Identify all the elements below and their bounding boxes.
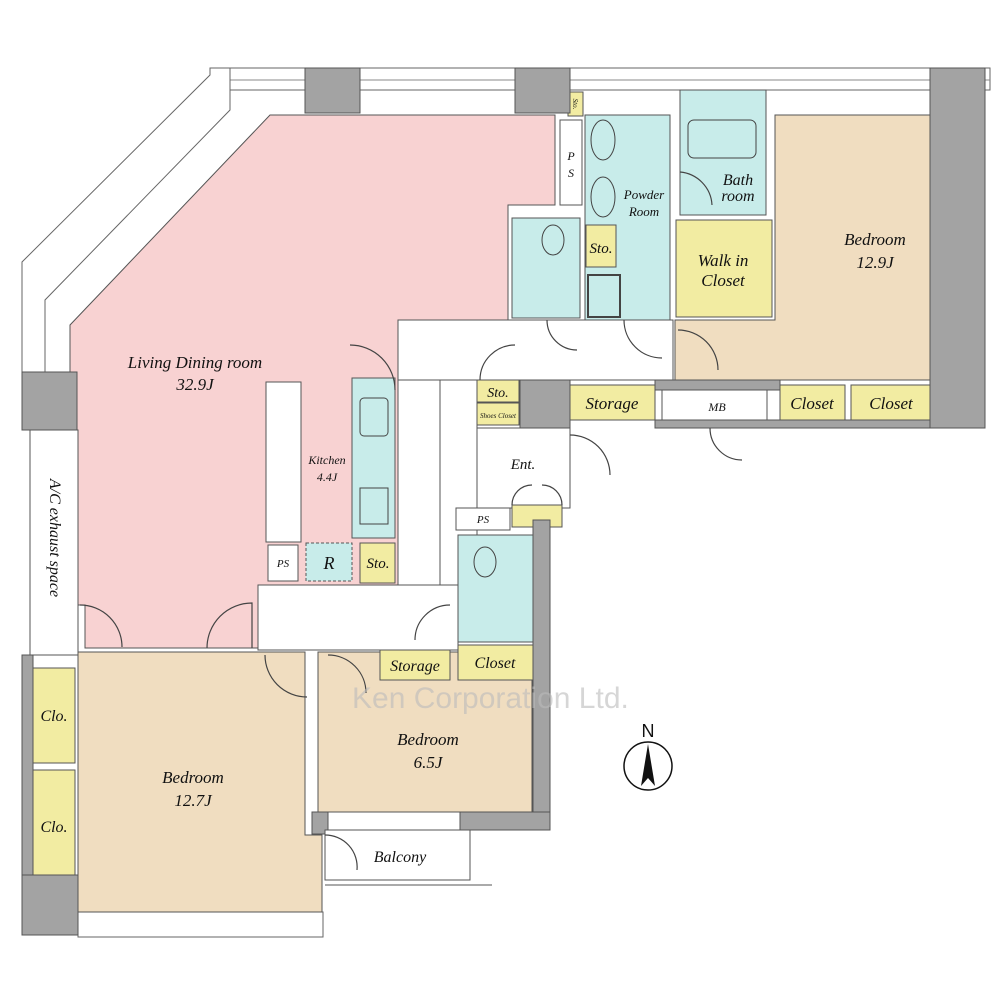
- kitchen-counter: [265, 381, 302, 543]
- bath-label-2: room: [721, 188, 754, 205]
- compass-label: N: [642, 721, 655, 741]
- sink-1: [590, 119, 616, 161]
- kitchen-size: 4.4J: [317, 470, 338, 484]
- bath-room: [679, 89, 767, 216]
- toilet-2: [457, 534, 534, 643]
- ps-entrance-label: PS: [476, 514, 490, 526]
- closet-ne-1-label: Closet: [790, 394, 835, 413]
- toilet-bowl-2: [473, 546, 497, 578]
- fridge-space: [305, 542, 353, 582]
- corridor: [257, 584, 459, 651]
- bath-label-1: Bath: [723, 172, 753, 189]
- entrance-hall: [476, 427, 571, 509]
- kitchen-sink-counter: [351, 377, 396, 539]
- toilet-bowl-1: [541, 224, 565, 256]
- storage-s-label: Storage: [390, 658, 440, 675]
- entrance-label: Ent.: [510, 457, 536, 473]
- exterior-window-frames: [21, 67, 991, 938]
- powder-room: [584, 114, 671, 321]
- closet-s-label: Closet: [475, 655, 516, 672]
- living-size: 32.9J: [175, 375, 215, 394]
- sto-kitchen: [359, 542, 396, 584]
- bathtub: [687, 119, 757, 159]
- shoes-closet: [476, 402, 520, 426]
- storage-hall-label: Storage: [586, 394, 639, 413]
- mb-label: MB: [707, 400, 726, 414]
- bedroom-ne-label: Bedroom: [844, 230, 906, 249]
- ps-kitchen: [267, 544, 299, 582]
- ps-upper-label-2: S: [568, 166, 574, 180]
- walk-in-closet: [675, 219, 773, 318]
- sto-powder: [585, 224, 617, 268]
- kitchen-label: Kitchen: [307, 453, 345, 467]
- sink-basin: [359, 397, 389, 437]
- balcony-label: Balcony: [374, 849, 427, 866]
- sink-2: [590, 176, 616, 218]
- storage-s: [379, 649, 451, 681]
- walls: [21, 67, 986, 936]
- sto-powder-label: Sto.: [590, 241, 613, 257]
- closet-ne-2-label: Closet: [869, 394, 914, 413]
- ps-upper-label-1: P: [566, 149, 575, 163]
- north-arrow-icon: [641, 744, 655, 786]
- stove: [359, 487, 389, 525]
- shoes-closet-label: Shoes Closet: [480, 412, 517, 420]
- north-compass: N: [623, 721, 673, 791]
- living-dining-room: [69, 114, 556, 649]
- sto-entrance: [476, 379, 520, 403]
- toilet-1: [511, 217, 581, 319]
- closet-ne-1: [779, 384, 846, 421]
- storage-hall: [569, 384, 656, 421]
- walkin-label-2: Closet: [701, 271, 746, 290]
- hallway: [397, 319, 674, 381]
- clo-1-label: Clo.: [40, 708, 67, 725]
- ps-upper: [559, 119, 583, 206]
- sto-entrance-label: Sto.: [487, 386, 508, 401]
- ps-kitchen-label: PS: [276, 558, 290, 570]
- bedroom-sw-label: Bedroom: [162, 768, 224, 787]
- sto-kitchen-label: Sto.: [367, 556, 390, 572]
- clo-2: [32, 769, 76, 876]
- ac-exhaust-label: A/C exhaust space: [46, 478, 63, 597]
- living-label: Living Dining room: [127, 353, 262, 372]
- balcony: [324, 829, 471, 881]
- fridge-label: R: [323, 553, 335, 573]
- powder-label-1: Powder: [623, 187, 665, 202]
- bedroom-sw-size: 12.7J: [174, 791, 213, 810]
- sto-top-label: Sto.: [571, 99, 579, 110]
- walkin-label-1: Walk in: [698, 251, 749, 270]
- bedroom-ne-size: 12.9J: [856, 253, 895, 272]
- powder-label-2: Room: [628, 204, 659, 219]
- closet-s: [457, 644, 534, 681]
- door-swings: [79, 171, 743, 871]
- ps-entrance: [455, 507, 511, 531]
- ac-exhaust-space: [29, 429, 79, 656]
- clo-1: [32, 667, 76, 764]
- closet-ne-2: [850, 384, 932, 421]
- clo-2-label: Clo.: [40, 819, 67, 836]
- watermark: Ken Corporation Ltd.: [352, 682, 629, 715]
- storage-units: [32, 91, 932, 876]
- bedroom-s-label: Bedroom: [397, 730, 459, 749]
- bedroom-s-size: 6.5J: [414, 753, 444, 772]
- shower: [587, 274, 621, 318]
